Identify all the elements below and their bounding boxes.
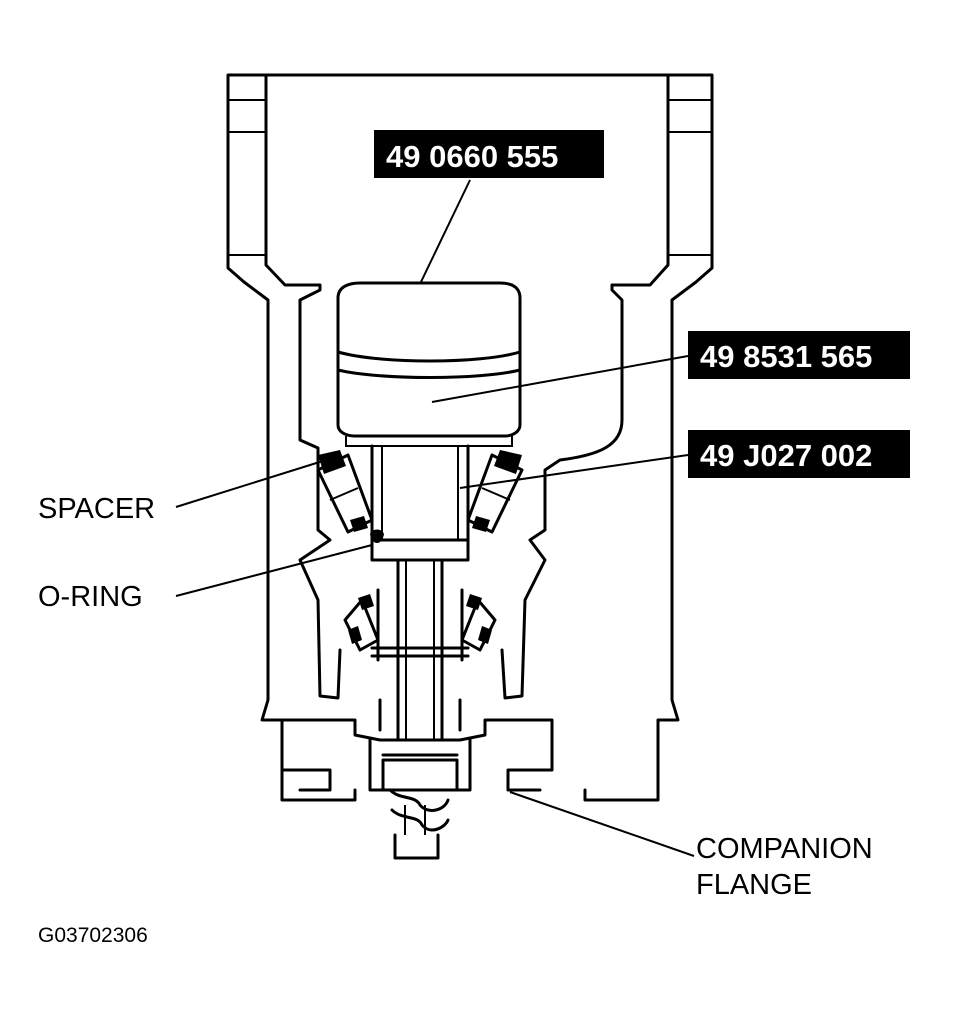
leader-lines <box>175 179 695 857</box>
tool-label-3: 49 J027 002 <box>688 430 910 478</box>
companion-flange <box>280 718 554 860</box>
carrier-housing <box>226 73 714 802</box>
tool-label-2: 49 8531 565 <box>688 331 910 379</box>
pinion-shaft <box>370 444 470 742</box>
figure-id: G03702306 <box>38 924 148 947</box>
companion-flange-label-line1: COMPANION <box>696 833 873 865</box>
spacer-label: SPACER <box>38 493 155 525</box>
o-ring-part <box>370 529 384 543</box>
tool-label-1-text: 49 0660 555 <box>386 139 558 174</box>
upper-bearing <box>316 450 524 534</box>
companion-flange-label-line2: FLANGE <box>696 869 812 901</box>
tool-label-1: 49 0660 555 <box>374 130 604 178</box>
tool-label-3-text: 49 J027 002 <box>700 438 872 473</box>
tool-label-2-text: 49 8531 565 <box>700 339 872 374</box>
tool-cylinder <box>336 281 522 447</box>
lower-bearing <box>343 594 497 652</box>
o-ring-label: O-RING <box>38 581 143 613</box>
